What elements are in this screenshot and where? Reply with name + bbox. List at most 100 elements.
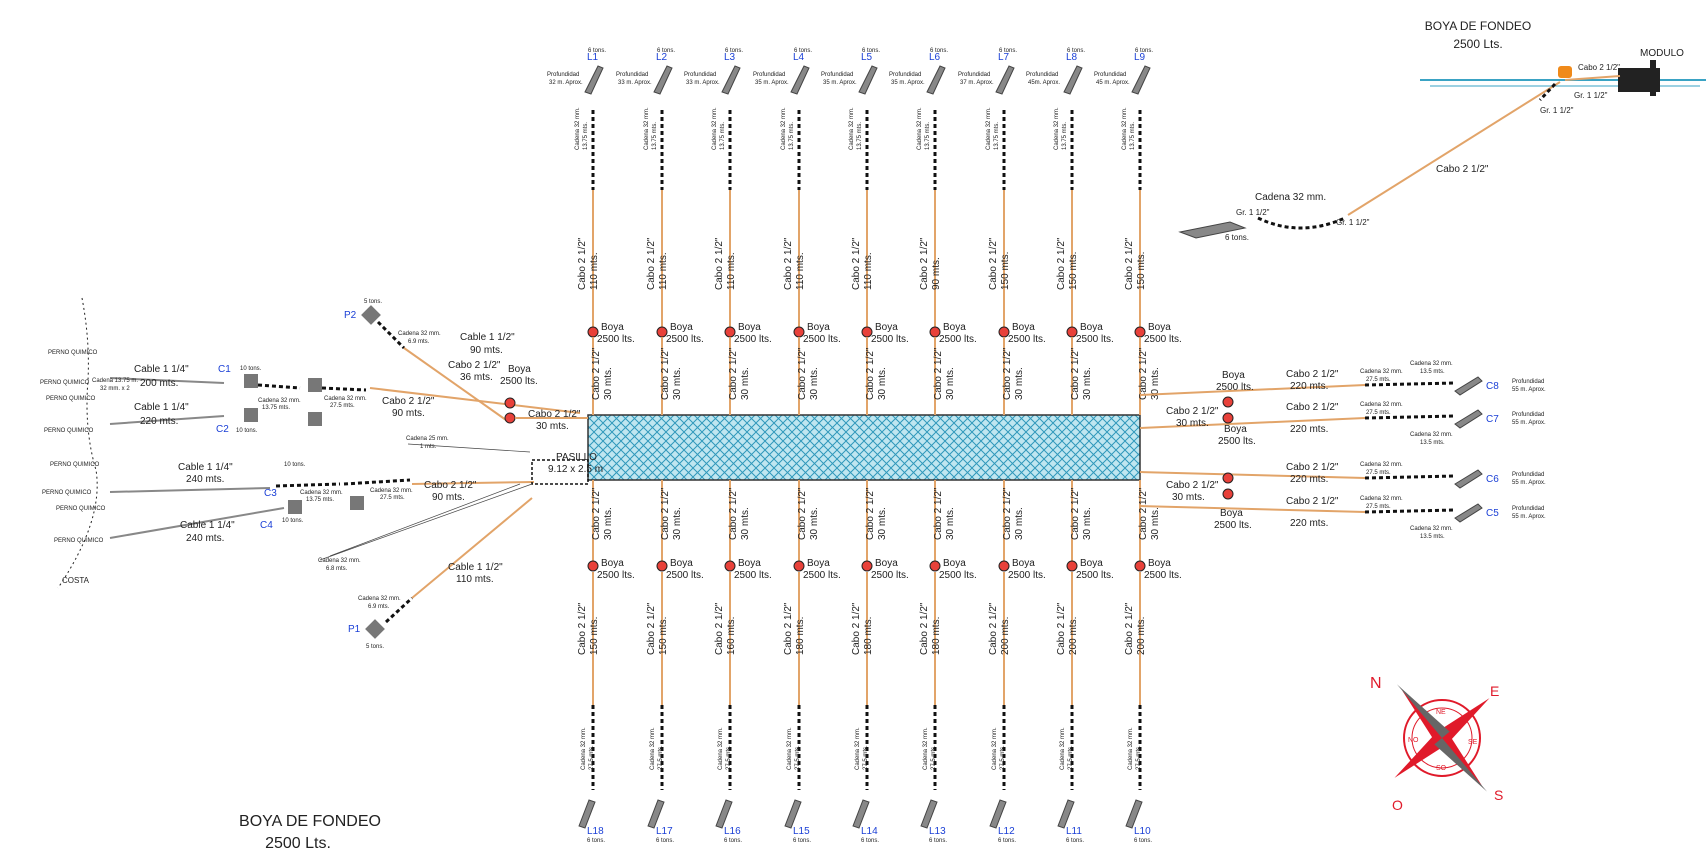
- line-id: L6: [929, 52, 941, 63]
- perno-label: PERNO QUIMICO: [50, 462, 100, 468]
- rope-short-label: Cabo 2 1/2": [728, 347, 739, 400]
- rope-short-length: 30 mts.: [1082, 367, 1093, 400]
- chain-label: Cadena 32 mm.: [1360, 462, 1403, 468]
- buoy-icon: [1222, 472, 1234, 484]
- buoy-icon: [1066, 560, 1078, 572]
- compass-needle-tail: [1434, 738, 1487, 792]
- rope-short-length: 30 mts.: [877, 367, 888, 400]
- chain: [1364, 474, 1456, 480]
- line-depth-value: 55 m. Aprox.: [1512, 480, 1546, 486]
- rope-label: Cabo 2 1/2": [714, 602, 725, 655]
- left-buoy-label: Boya: [508, 364, 531, 375]
- chain-length: 27.5 mts.: [726, 745, 732, 770]
- buoy-label: Boya: [1148, 558, 1171, 569]
- line-id: L12: [998, 826, 1015, 837]
- buoy-label: Boya: [943, 322, 966, 333]
- rope-label: Cabo 2 1/2": [988, 237, 999, 290]
- chain-25: Cadena 25 mm.: [406, 436, 449, 442]
- line-depth-value: 35 m. Aprox.: [755, 80, 789, 86]
- line-tons: 6 tons.: [929, 838, 947, 844]
- anchor-icon: [578, 799, 596, 829]
- buoy-capacity: 2500 lts.: [597, 570, 635, 581]
- chain-p1: [384, 596, 414, 624]
- line-depth: Profundidad: [1512, 506, 1544, 512]
- c4-label: C4: [260, 520, 273, 531]
- line-depth: Profundidad: [616, 72, 648, 78]
- rope-length: 150 mts.: [658, 617, 669, 655]
- chain-length: 13.75 mts.: [1130, 122, 1136, 150]
- p1-tons: 5 tons.: [366, 644, 384, 650]
- c3-label: C3: [264, 488, 277, 499]
- buoy-icon: [656, 560, 668, 572]
- chain-68-len: 6.8 mts.: [326, 566, 348, 572]
- line-id: L10: [1134, 826, 1151, 837]
- compass-s: S: [1494, 787, 1503, 803]
- chain-length-2: 13.5 mts.: [1420, 440, 1445, 446]
- rope-short-label: Cabo 2 1/2": [1002, 347, 1013, 400]
- long-rope-label: Cabo 2 1/2": [1436, 164, 1489, 175]
- rope-c1-label: Cabo 2 1/2": [382, 396, 435, 407]
- chain-length: 13.75 mts.: [720, 122, 726, 150]
- rope-length: 200 mts.: [1136, 617, 1147, 655]
- compass-inner-ring: [1411, 707, 1473, 769]
- line-tons: 6 tons.: [657, 48, 675, 54]
- line-id: C5: [1486, 508, 1499, 519]
- line-depth: Profundidad: [1512, 412, 1544, 418]
- buoy-label: Boya: [875, 322, 898, 333]
- line-id: C8: [1486, 381, 1499, 392]
- p1-label: P1: [348, 624, 361, 635]
- buoy-icon: [1222, 396, 1234, 408]
- rope-label: Cabo 2 1/2": [988, 602, 999, 655]
- chain-25-len: 1 mts.: [420, 444, 437, 450]
- buoy-capacity: 2500 lts.: [1008, 334, 1046, 345]
- right-buoy-capacity: 2500 lts.: [1216, 382, 1254, 393]
- rope-length: 200 mts.: [1068, 617, 1079, 655]
- buoy-icon: [504, 397, 516, 409]
- rope-length: 110 mts.: [795, 252, 806, 290]
- line-depth: Profundidad: [1026, 72, 1058, 78]
- buoy-capacity: 2500 lts.: [666, 334, 704, 345]
- right-line-C8: Cabo 2 1/2"220 mts.Cadena 32 mm.27.5 mts…: [1139, 361, 1546, 396]
- chain-p2: [376, 320, 406, 350]
- shackle-label-c: Gr. 1 1/2": [1236, 208, 1270, 217]
- line-id: L14: [861, 826, 878, 837]
- tons-c3: 10 tons.: [284, 462, 306, 468]
- perno-label: PERNO QUIMICO: [56, 506, 106, 512]
- rope-label: Cabo 2 1/2": [1056, 237, 1067, 290]
- chain-length: 27.5 mts.: [931, 745, 937, 770]
- chain-label: Cadena 32 mm.: [855, 727, 861, 770]
- block-c1b: [308, 378, 322, 392]
- rope-label: Cabo 2 1/2": [1124, 237, 1135, 290]
- rope-short-label: Cabo 2 1/2": [728, 487, 739, 540]
- anchor-icon: [1454, 503, 1483, 523]
- chain-length-2: 13.5 mts.: [1420, 369, 1445, 375]
- walkway-label: PASILLO: [556, 452, 597, 463]
- rope-short-label: Cabo 2 1/2": [660, 347, 671, 400]
- line-depth: Profundidad: [753, 72, 785, 78]
- right-line-C6: Cabo 2 1/2"220 mts.Cadena 32 mm.27.5 mts…: [1139, 462, 1546, 489]
- rope-short-length: 30 mts.: [1082, 507, 1093, 540]
- chain-label: Cadena 32 mm.: [1360, 369, 1403, 375]
- line-tons: 6 tons.: [656, 838, 674, 844]
- tons-c1: 10 tons.: [240, 366, 262, 372]
- line-depth-value: 55 m. Aprox.: [1512, 420, 1546, 426]
- rope-label: Cabo 2 1/2": [577, 237, 588, 290]
- chain-label: Cadena 32 mm.: [1360, 402, 1403, 408]
- cad32-c1-len: 13.75 mts.: [262, 405, 290, 411]
- chain-label: Cadena 32 mm.: [650, 727, 656, 770]
- rope-c1-length: 90 mts.: [392, 408, 425, 419]
- cad-c1-b: 32 mm. x 2: [100, 386, 130, 392]
- rope-short-label: Cabo 2 1/2": [797, 487, 808, 540]
- line-tons: 6 tons.: [930, 48, 948, 54]
- cable-c2-length: 220 mts.: [140, 416, 178, 427]
- cable-c4-length: 240 mts.: [186, 533, 224, 544]
- chain-68: Cadena 32 mm.: [318, 558, 361, 564]
- module-buoy-capacity: 2500 Lts.: [1453, 37, 1502, 51]
- rope-short-label: Cabo 2 1/2": [591, 487, 602, 540]
- rope-short-label: Cabo 2 1/2": [933, 487, 944, 540]
- rope-length: 110 mts.: [589, 252, 600, 290]
- rope-line: [1139, 471, 1366, 479]
- anchor-icon: [647, 799, 665, 829]
- c2-label: C2: [216, 424, 229, 435]
- line-tons: 6 tons.: [999, 48, 1017, 54]
